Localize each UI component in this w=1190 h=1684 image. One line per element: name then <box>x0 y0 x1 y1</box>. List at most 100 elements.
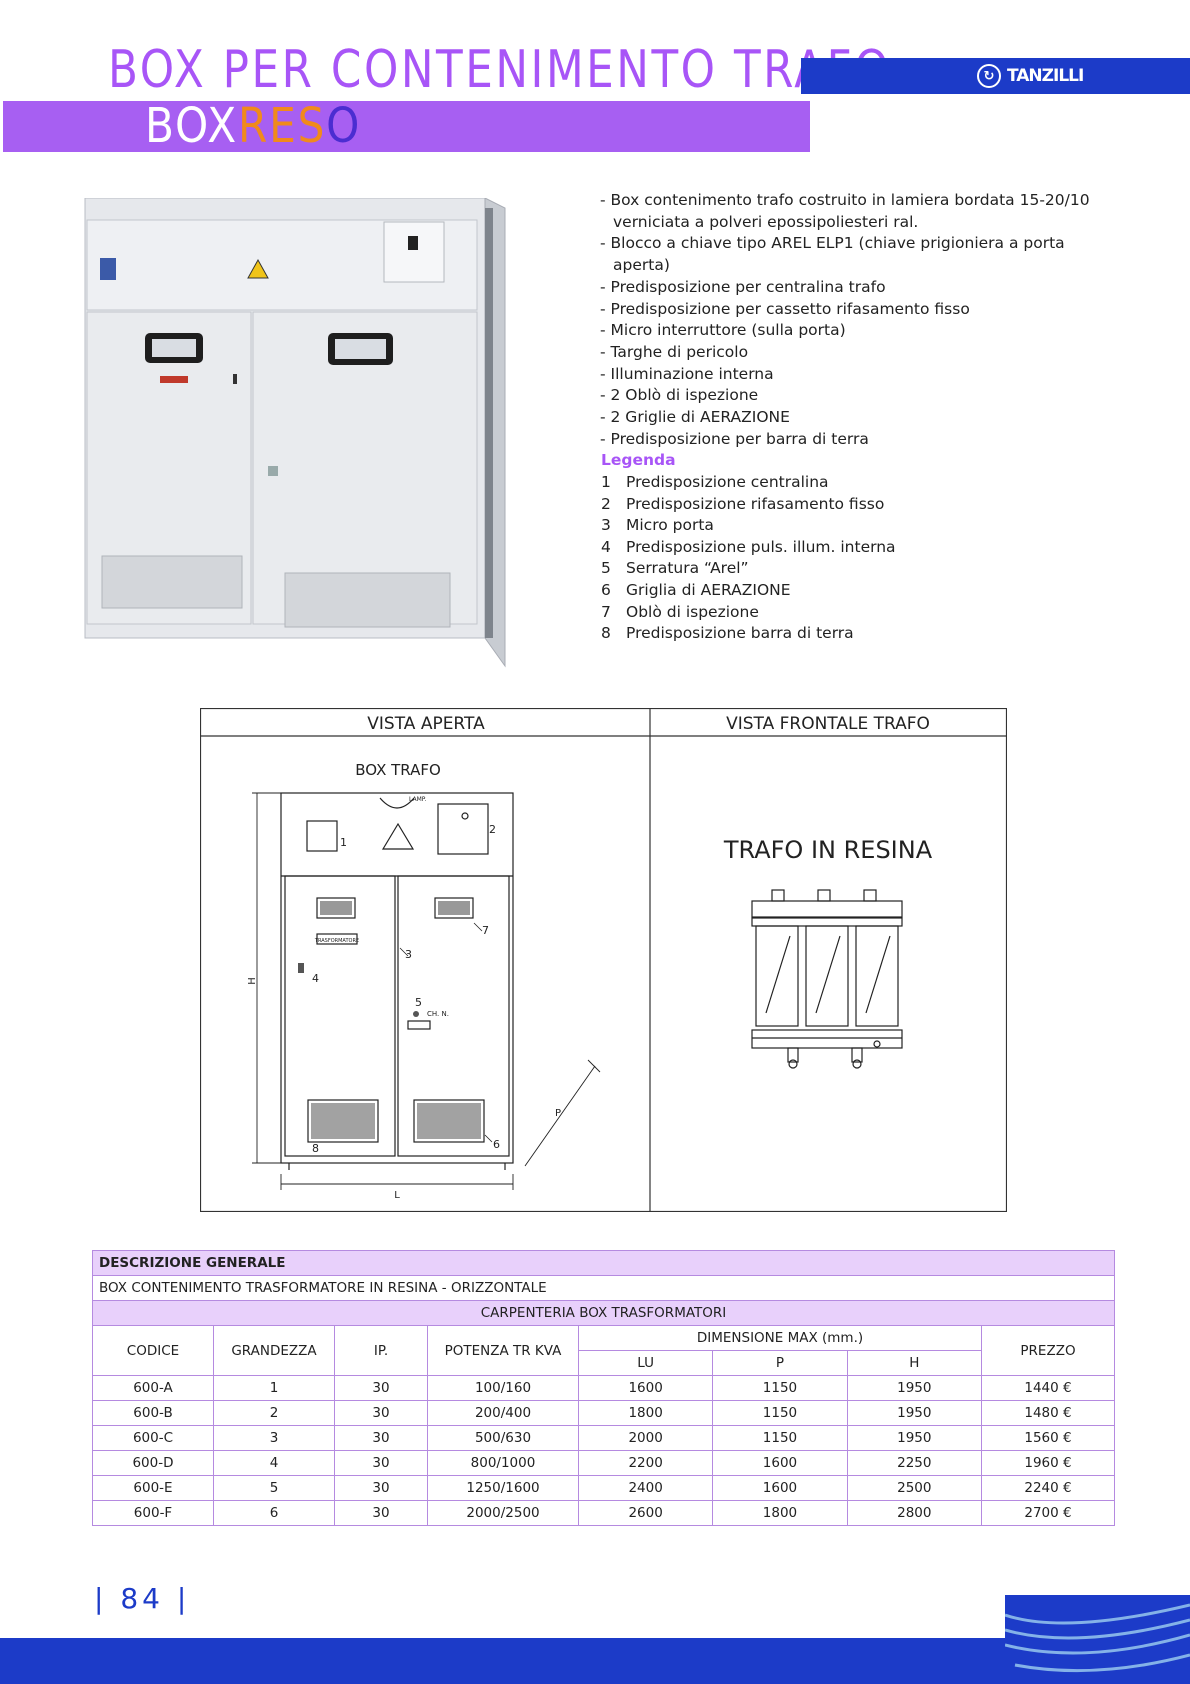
callout-2: 2 <box>489 823 496 836</box>
product-name: BOXRESO <box>145 98 361 154</box>
product-photo <box>84 198 506 668</box>
footer-decoration <box>1005 1595 1190 1684</box>
table-cell: 800/1000 <box>427 1450 579 1476</box>
table-cell: 2000 <box>577 1425 714 1451</box>
col-prezzo: PREZZO <box>981 1325 1115 1376</box>
table-cell: 2200 <box>577 1450 714 1476</box>
table-cell: 600-F <box>92 1500 214 1526</box>
table-cell: 1250/1600 <box>427 1475 579 1501</box>
table-cell: 2500 <box>846 1475 983 1501</box>
drawing-right-title: VISTA FRONTALE TRAFO <box>726 714 930 734</box>
col-codice: CODICE <box>92 1325 214 1376</box>
table-cell: 2250 <box>846 1450 983 1476</box>
product-name-part-1: BOX <box>145 98 239 154</box>
callout-8: 8 <box>312 1142 319 1155</box>
table-cell: 1600 <box>712 1450 848 1476</box>
col-grandezza: GRANDEZZA <box>213 1325 335 1376</box>
lamp-label: LAMP. <box>409 796 426 803</box>
col-h: H <box>846 1350 983 1376</box>
table-cell: 500/630 <box>427 1425 579 1451</box>
page-number-value: 84 <box>120 1582 164 1615</box>
table-cell: 30 <box>334 1375 428 1401</box>
table-cell: 600-A <box>92 1375 214 1401</box>
table-cell: 1950 <box>846 1375 983 1401</box>
page-title: BOX PER CONTENIMENTO TRAFO <box>108 40 892 100</box>
dimension-p-label: P <box>555 1108 561 1119</box>
table-cell: 2400 <box>577 1475 714 1501</box>
dimension-l-label: L <box>394 1190 400 1201</box>
table-cell: 2 <box>213 1400 335 1426</box>
table-subheader-row: LU P H <box>93 1350 1115 1376</box>
legend-number: 4 <box>601 537 611 556</box>
dimension-h-label: H <box>247 977 258 985</box>
technical-drawing: VISTA APERTA VISTA FRONTALE TRAFO BOX TR… <box>200 708 1007 1212</box>
table-header-row: CODICE GRANDEZZA IP. POTENZA TR KVA DIME… <box>92 1325 1115 1376</box>
feature-item: - Predisposizione per barra di terra <box>600 429 869 448</box>
table-cell: 1480 € <box>981 1400 1115 1426</box>
table-cell: 1150 <box>712 1400 848 1426</box>
table-subsection: CARPENTERIA BOX TRASFORMATORI <box>92 1300 1115 1326</box>
table-cell: 200/400 <box>427 1400 579 1426</box>
col-potenza: POTENZA TR KVA <box>427 1325 579 1376</box>
table-cell: 1440 € <box>981 1375 1115 1401</box>
footer-band <box>0 1638 1190 1684</box>
product-name-part-2: RES <box>238 98 327 154</box>
legend-number: 6 <box>601 580 611 599</box>
lock-label: CH. N. <box>427 1010 449 1018</box>
table-cell: 100/160 <box>427 1375 579 1401</box>
legend-number: 3 <box>601 516 611 535</box>
table-cell: 2600 <box>577 1500 714 1526</box>
table-cell: 1800 <box>577 1400 714 1426</box>
col-ip: IP. <box>334 1325 428 1376</box>
callout-5: 5 <box>415 996 422 1009</box>
legend-title: Legenda <box>601 451 676 469</box>
table-cell: 600-E <box>92 1475 214 1501</box>
feature-item: - 2 Griglie di AERAZIONE <box>600 408 790 427</box>
product-name-part-3: O <box>326 98 362 154</box>
table-cell: 5 <box>213 1475 335 1501</box>
table-cell: 1150 <box>712 1425 848 1451</box>
legend-number: 1 <box>601 473 611 491</box>
table-cell: 600-C <box>92 1425 214 1451</box>
table-cell: 30 <box>334 1400 428 1426</box>
legend-text: Predisposizione puls. illum. interna <box>626 537 896 556</box>
box-trafo-label: BOX TRAFO <box>355 761 441 779</box>
table-cell: 30 <box>334 1450 428 1476</box>
legend-number: 7 <box>601 602 611 621</box>
legend-item: 1 Predisposizione centralina <box>601 472 896 494</box>
legend-text: Micro porta <box>626 516 714 535</box>
col-p: P <box>712 1350 848 1376</box>
legend-text: Predisposizione centralina <box>626 473 829 491</box>
transformer-plate-label: TRASFORMATORE <box>314 938 359 944</box>
spec-table: DESCRIZIONE GENERALE BOX CONTENIMENTO TR… <box>92 1250 1115 1526</box>
legend-item: 3 Micro porta <box>601 515 896 537</box>
col-lu: LU <box>577 1350 714 1376</box>
feature-item: - Blocco a chiave tipo AREL ELP1 (chiave… <box>600 234 1065 275</box>
table-section-row: DESCRIZIONE GENERALE <box>92 1250 1115 1276</box>
table-cell: 30 <box>334 1475 428 1501</box>
trafo-label: TRAFO IN RESINA <box>723 836 933 864</box>
table-cell: 3 <box>213 1425 335 1451</box>
table-cell: 30 <box>334 1500 428 1526</box>
table-description-row: BOX CONTENIMENTO TRASFORMATORE IN RESINA… <box>92 1275 1115 1301</box>
feature-item: - 2 Oblò di ispezione <box>600 386 759 405</box>
table-cell: 2700 € <box>981 1500 1115 1526</box>
callout-3: 3 <box>405 948 412 961</box>
legend-text: Predisposizione barra di terra <box>626 624 854 643</box>
table-cell: 1800 <box>712 1500 848 1526</box>
table-cell: 1150 <box>712 1375 848 1401</box>
page-number: | 84 | <box>94 1582 191 1615</box>
table-cell: 1960 € <box>981 1450 1115 1476</box>
drawing-left-title: VISTA APERTA <box>367 714 485 734</box>
legend-text: Griglia di AERAZIONE <box>626 580 791 599</box>
table-cell: 6 <box>213 1500 335 1526</box>
feature-item: - Illuminazione interna <box>600 364 774 383</box>
